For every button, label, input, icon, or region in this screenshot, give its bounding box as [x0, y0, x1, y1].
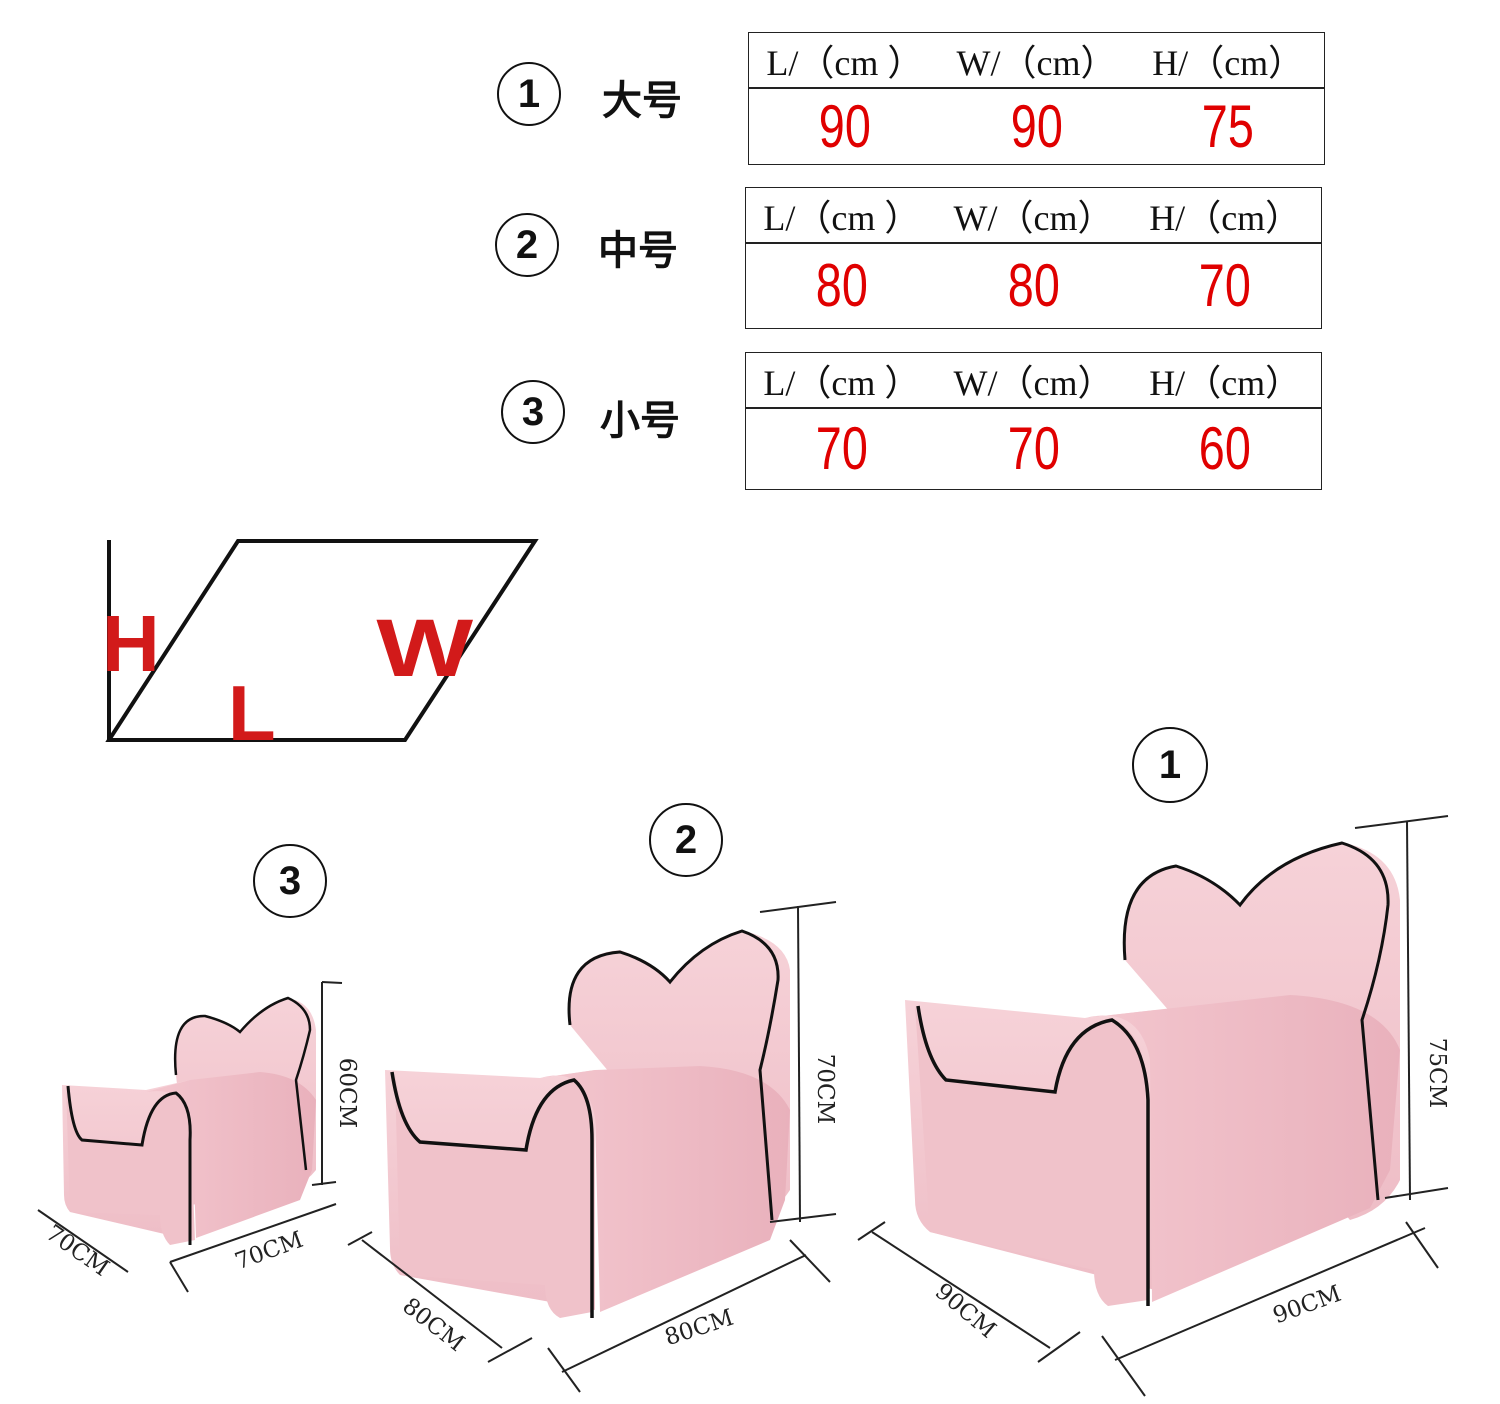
height-header: H/（cm）	[1152, 43, 1305, 83]
size-label: 小号	[600, 398, 680, 444]
size-number-badge: 1	[497, 62, 561, 126]
spec-table-values: 80 80 70	[746, 244, 1321, 326]
spec-table-values: 70 70 60	[746, 409, 1321, 487]
size-label: 中号	[598, 228, 678, 274]
sofa-illustrations: 3 2 1 70CM 70CM 60CM 80CM 80CM 70CM 90CM…	[0, 700, 1500, 1400]
length-value: 70	[815, 414, 868, 482]
height-value: 70	[1199, 251, 1252, 319]
large-height-label: 75CM	[1424, 1037, 1451, 1109]
spec-table: L/（cm ） W/（cm） H/（cm） 80 80 70	[745, 187, 1322, 329]
length-header: L/（cm ）	[766, 43, 924, 83]
length-value: 80	[815, 251, 868, 319]
width-value: 70	[1007, 414, 1060, 482]
spec-table: L/（cm ） W/（cm） H/（cm） 90 90 75	[748, 32, 1325, 165]
size-row-large: 1 大号 L/（cm ） W/（cm） H/（cm） 90 90 75	[0, 30, 1500, 170]
width-header: W/（cm）	[956, 43, 1117, 83]
size-number-badge: 3	[501, 380, 565, 444]
width-value: 80	[1007, 251, 1060, 319]
height-header: H/（cm）	[1149, 198, 1302, 238]
dimension-diagram: H L W	[100, 530, 550, 760]
width-header: W/（cm）	[953, 363, 1114, 403]
sofa-number-badge: 1	[1132, 727, 1208, 803]
height-letter: H	[102, 599, 160, 688]
small-sofa	[62, 996, 316, 1245]
spec-table-header: L/（cm ） W/（cm） H/（cm）	[749, 33, 1324, 89]
height-value: 60	[1199, 414, 1252, 482]
length-header: L/（cm ）	[763, 363, 921, 403]
medium-sofa	[385, 929, 790, 1318]
size-label: 大号	[602, 78, 682, 124]
length-letter: L	[228, 669, 276, 757]
small-height-label: 60CM	[334, 1057, 361, 1129]
width-value: 90	[1010, 92, 1063, 160]
width-letter: W	[376, 603, 474, 694]
size-row-medium: 2 中号 L/（cm ） W/（cm） H/（cm） 80 80 70	[0, 186, 1500, 329]
height-value: 75	[1202, 92, 1255, 160]
sofa-number-badge: 3	[253, 844, 327, 918]
spec-table-values: 90 90 75	[749, 89, 1324, 163]
length-value: 90	[818, 92, 871, 160]
parallelogram-shape	[105, 539, 539, 742]
height-header: H/（cm）	[1149, 363, 1302, 403]
size-number-badge: 2	[495, 213, 559, 277]
sofa-number-badge: 2	[649, 803, 723, 877]
size-row-small: 3 小号 L/（cm ） W/（cm） H/（cm） 70 70 60	[0, 350, 1500, 490]
spec-table-header: L/（cm ） W/（cm） H/（cm）	[746, 188, 1321, 244]
medium-height-label: 70CM	[812, 1053, 839, 1125]
sofa-drawings	[37, 815, 1449, 1397]
width-header: W/（cm）	[953, 198, 1114, 238]
spec-table-header: L/（cm ） W/（cm） H/（cm）	[746, 353, 1321, 409]
large-sofa	[905, 841, 1400, 1306]
length-header: L/（cm ）	[763, 198, 921, 238]
spec-table: L/（cm ） W/（cm） H/（cm） 70 70 60	[745, 352, 1322, 490]
